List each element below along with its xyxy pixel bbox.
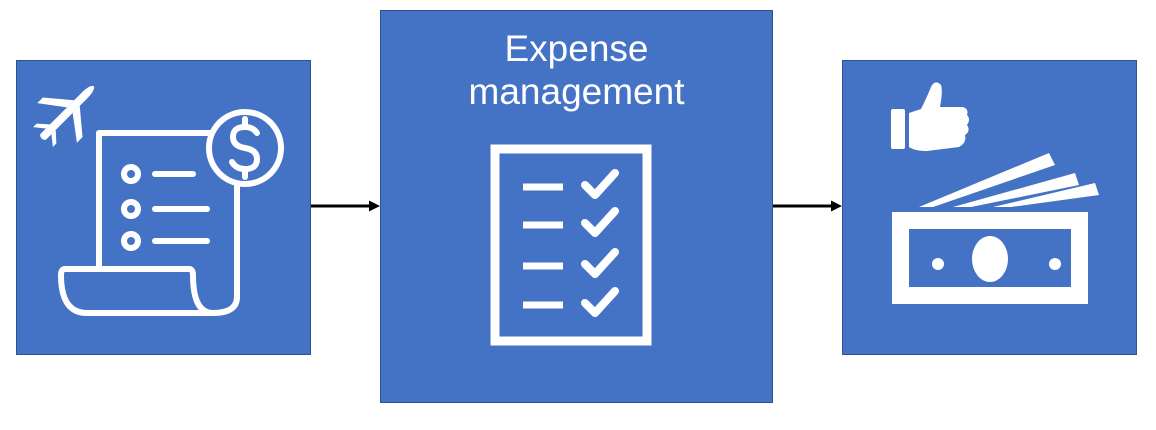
banknote-icon (892, 212, 1088, 304)
airplane-icon (33, 85, 95, 147)
list-bullets (121, 164, 210, 251)
dollar-coin-icon (206, 109, 284, 187)
flow-arrow-1 (311, 200, 380, 212)
flow-arrow-2 (773, 200, 842, 212)
title-line-1: Expense (504, 28, 649, 69)
expense-management-title: Expense management (381, 27, 772, 113)
payment-approved-box (842, 60, 1137, 355)
travel-receipt-icon (33, 85, 284, 316)
cash-bills-icon (919, 153, 1099, 207)
expense-management-box: Expense management (380, 10, 773, 403)
receipt-curl (58, 266, 240, 316)
title-line-2: management (468, 71, 685, 112)
travel-expense-box (16, 60, 311, 355)
thumbs-up-icon (891, 82, 969, 151)
approved-payment-icon (891, 82, 1099, 304)
checklist-icon (490, 144, 652, 346)
receipt-outline (96, 130, 240, 300)
